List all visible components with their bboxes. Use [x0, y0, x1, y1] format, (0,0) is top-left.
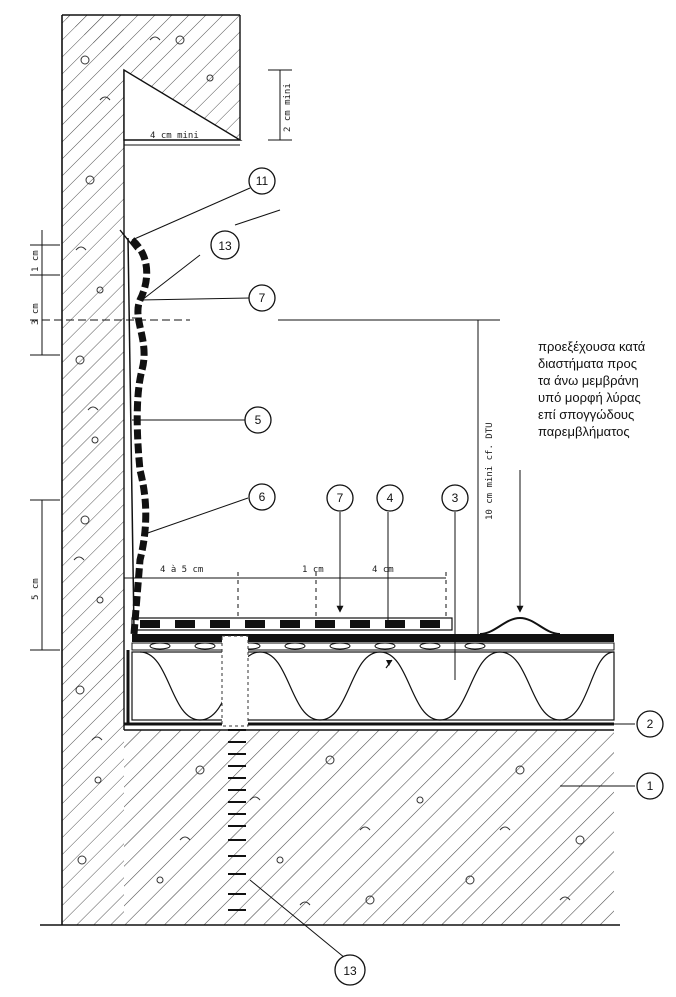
dim-5cm: 5 cm [31, 578, 41, 600]
callout-11 [248, 167, 276, 195]
callout-4 [376, 484, 404, 512]
callout-4-label: 4 [387, 491, 394, 505]
dim-chase-depth: 4 cm mini [150, 131, 199, 141]
callout-7-bottom [326, 484, 354, 512]
note-line: παρεμβλήματος [538, 424, 630, 439]
dim-upstand-min: 2 cm mini [283, 83, 293, 132]
note-line: διαστήματα προς [538, 356, 637, 371]
callout-circles [210, 167, 664, 986]
dim-1cm-b: 1 cm [302, 565, 324, 575]
callout-1-label: 1 [647, 779, 654, 793]
dim-4cm: 4 cm [372, 565, 394, 575]
callout-3 [441, 484, 469, 512]
note-line: υπό μορφή λύρας [538, 390, 641, 405]
callout-13-top-label: 13 [218, 239, 232, 253]
membrane-note: προεξέχουσα κατά διαστήματα προς τα άνω … [538, 338, 676, 440]
callout-7-top [248, 284, 276, 312]
dim-4a5cm: 4 à 5 cm [160, 565, 203, 575]
leader-lines [131, 187, 635, 959]
callout-11-label: 11 [256, 174, 269, 188]
dim-3cm: 3 cm [31, 303, 41, 325]
callout-13-top [210, 230, 240, 260]
callout-6-label: 6 [259, 490, 266, 504]
callout-6 [248, 483, 276, 511]
insulation-layer [131, 651, 615, 721]
upstand-flashing [119, 229, 151, 635]
note-line: προεξέχουσα κατά [538, 339, 646, 354]
dim-1cm: 1 cm [31, 250, 41, 272]
callout-13-bottom [334, 954, 366, 986]
concrete-wall [61, 14, 243, 925]
floor-slab [40, 729, 620, 926]
callout-5-label: 5 [255, 413, 262, 427]
note-line: τα άνω μεμβράνη [538, 373, 639, 388]
callout-5 [244, 406, 272, 434]
callout-7-top-label: 7 [259, 291, 266, 305]
vapour-barrier [124, 650, 614, 726]
callout-3-label: 3 [452, 491, 459, 505]
callout-7-bottom-label: 7 [337, 491, 344, 505]
callout-2-label: 2 [647, 717, 654, 731]
callout-2 [636, 710, 664, 738]
callout-13-bottom-label: 13 [343, 964, 357, 978]
callout-1 [636, 772, 664, 800]
dimension-lines [30, 69, 500, 651]
anchor-fixing [221, 635, 249, 911]
dim-height-min: 10 cm mini cf. DTU [485, 422, 495, 520]
note-line: επί σπογγώδους [538, 407, 635, 422]
